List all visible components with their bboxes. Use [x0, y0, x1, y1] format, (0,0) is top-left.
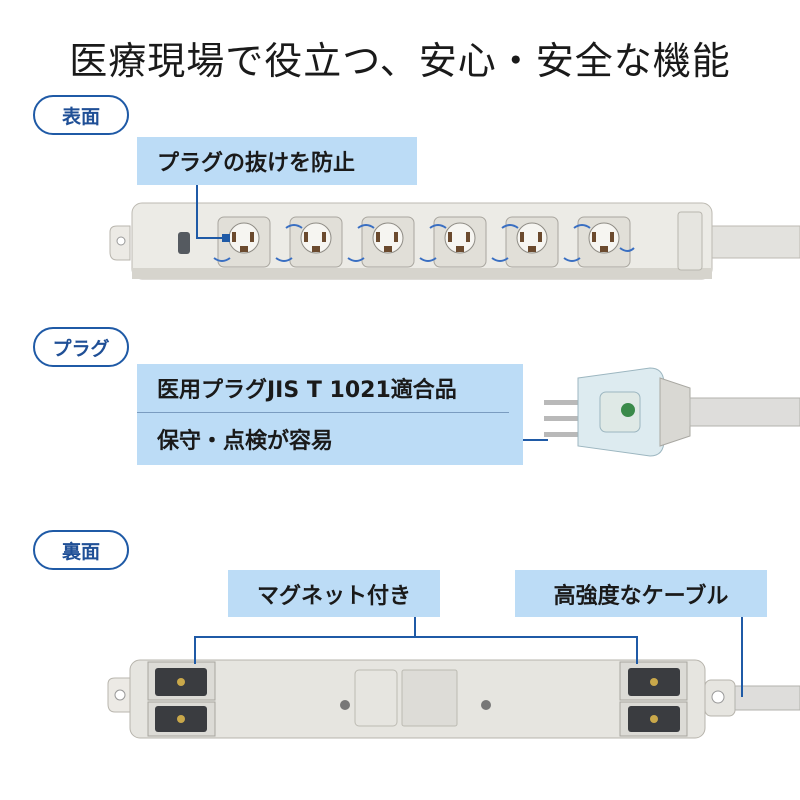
- power-strip-front: [109, 185, 800, 280]
- plug-spec-callout: 医用プラグJIS T 1021適合品 保守・点検が容易: [137, 364, 523, 465]
- screw-icon: [340, 700, 350, 710]
- front-section-label: 表面: [33, 95, 129, 135]
- medical-plug: [521, 367, 800, 457]
- power-strip-back: [107, 617, 800, 739]
- jis-spec-text: 医用プラグJIS T 1021適合品: [137, 364, 509, 413]
- page-title: 医療現場で役立つ、安心・安全な機能: [69, 39, 731, 83]
- screw-icon: [481, 700, 491, 710]
- back-section-label: 裏面: [33, 530, 129, 570]
- lock-arrow-icons: [213, 224, 635, 262]
- magnet-callout: マグネット付き: [228, 570, 440, 617]
- plug-section-label: プラグ: [33, 327, 129, 367]
- power-indicator-icon: [178, 232, 190, 254]
- plug-lock-callout: プラグの抜けを防止: [137, 137, 417, 185]
- cable-callout: 高強度なケーブル: [515, 570, 767, 617]
- maintenance-text: 保守・点検が容易: [157, 429, 334, 454]
